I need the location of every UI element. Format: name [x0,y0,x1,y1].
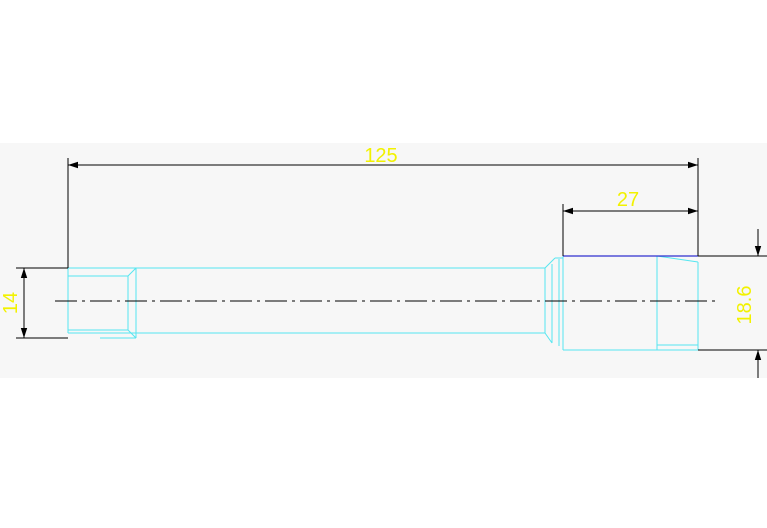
shaft-diameter-dimension [16,267,68,339]
overall-length-dimension [67,158,699,268]
shaft-diameter-label: 14 [0,292,22,314]
head-diameter-label: 18.6 [734,286,756,325]
overall-length-label: 125 [364,145,397,167]
head-diameter-dimension [698,229,767,378]
head-length-label: 27 [617,189,639,211]
drawing-band [0,143,767,378]
head-length-dimension [562,204,698,256]
